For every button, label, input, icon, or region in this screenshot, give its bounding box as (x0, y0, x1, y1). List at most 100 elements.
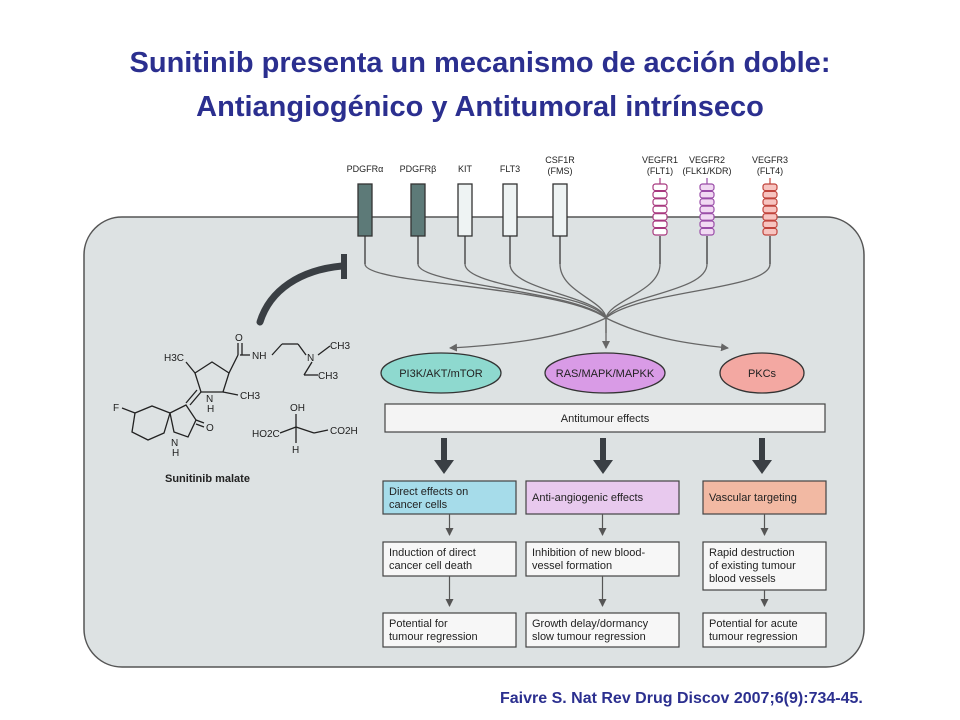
atom-ch3-c: CH3 (240, 391, 260, 402)
ig-domain (652, 205, 668, 214)
ig-domain (762, 183, 778, 192)
ig-domain (762, 190, 778, 199)
atom-f: F (113, 403, 119, 414)
ig-domain (699, 220, 715, 229)
signal-convergence-lines (364, 263, 771, 333)
ig-domain (652, 227, 668, 236)
column-header-line1: Anti-angiogenic effects (532, 492, 644, 504)
pathway-ellipse-pkc: PKCs (719, 352, 805, 394)
atom-n-ring: N (206, 394, 213, 405)
ig-domain (652, 220, 668, 229)
column-header-line1: Direct effects on (389, 486, 468, 498)
atom-h-ring: H (207, 404, 214, 415)
sunitinib-structure (121, 343, 331, 443)
receptor-label: FLT3 (500, 164, 520, 174)
column-step3-box (702, 612, 827, 648)
column-step3-line1: Potential for (389, 618, 448, 630)
column-step3-box (382, 612, 517, 648)
ig-domain (699, 227, 715, 236)
atom-h-malate: H (292, 445, 299, 456)
receptor-1: PDGFRβ (400, 164, 437, 264)
atom-h-indole: H (172, 448, 179, 459)
antitumour-effects-bar (384, 403, 826, 433)
ig-domain (762, 198, 778, 207)
receptor-sublabel: (FMS) (548, 166, 573, 176)
receptor-label: CSF1R (545, 155, 575, 165)
column-step2-line2: vessel formation (532, 560, 612, 572)
pathway-ellipse-pi3k: PI3K/AKT/mTOR (380, 352, 502, 394)
column-step3-line1: Growth delay/dormancy (532, 618, 649, 630)
thick-arrows (434, 438, 772, 474)
sunitinib-atom-labels: H3C O NH N CH3 CH3 CH3 N H F O N H OH HO… (113, 333, 358, 485)
ig-domain (762, 227, 778, 236)
receptor-sublabel: (FLT4) (757, 166, 783, 176)
ig-domain (762, 220, 778, 229)
ig-domain (652, 183, 668, 192)
atom-ho2c: HO2C (252, 429, 280, 440)
receptor-domain (410, 183, 426, 237)
atom-nh: NH (252, 351, 266, 362)
ig-domain (699, 198, 715, 207)
receptor-sublabel: (FLK1/KDR) (682, 166, 731, 176)
receptor-label: PDGFRβ (400, 164, 437, 174)
column-header-box (382, 480, 517, 515)
drug-name: Sunitinib malate (165, 473, 250, 485)
receptor-3: FLT3 (500, 164, 520, 264)
ig-domain (652, 213, 668, 221)
atom-o: O (235, 333, 243, 344)
ig-domain (699, 213, 715, 221)
column-step2-box (702, 541, 827, 591)
column-step2-line3: blood vessels (709, 573, 776, 585)
column-step3-box (525, 612, 680, 648)
atom-ch3-b: CH3 (318, 371, 338, 382)
citation: Faivre S. Nat Rev Drug Discov 2007;6(9):… (500, 690, 863, 707)
atom-n: N (307, 353, 314, 364)
column-step3-line2: tumour regression (709, 631, 798, 643)
atom-co2h: CO2H (330, 426, 358, 437)
receptor-domain (457, 183, 473, 237)
column-step2-line2: of existing tumour (709, 560, 796, 572)
column-header-line2: cancer cells (389, 499, 448, 511)
receptor-label: VEGFR1 (642, 155, 678, 165)
ig-domain (652, 198, 668, 207)
receptor-label: VEGFR2 (689, 155, 725, 165)
receptor-label: KIT (458, 164, 473, 174)
atom-h3c: H3C (164, 353, 184, 364)
ig-domain (762, 205, 778, 214)
pathway-label-pi3k: PI3K/AKT/mTOR (399, 368, 483, 380)
pathway-branch-arrows (449, 317, 729, 352)
column-step2-line2: cancer cell death (389, 560, 472, 572)
column-step2-line1: Induction of direct (389, 547, 476, 559)
receptor-6: VEGFR2(FLK1/KDR) (682, 155, 732, 264)
atom-o2: O (206, 423, 214, 434)
ig-domain (699, 183, 715, 192)
title-line-1: Sunitinib presenta un mecanismo de acció… (129, 47, 831, 79)
receptor-sublabel: (FLT1) (647, 166, 673, 176)
antitumour-effects-label: Antitumour effects (561, 413, 650, 425)
pathway-label-pkc: PKCs (748, 368, 777, 380)
inhibition-arrow (256, 262, 346, 326)
pathway-ellipse-ras: RAS/MAPK/MAPKK (544, 352, 666, 394)
receptor-5: VEGFR1(FLT1) (642, 155, 678, 264)
receptor-4: CSF1R(FMS) (545, 155, 575, 264)
atom-ch3-a: CH3 (330, 341, 350, 352)
ig-domain (762, 213, 778, 221)
ig-domain (652, 190, 668, 199)
receptor-7: VEGFR3(FLT4) (752, 155, 788, 264)
pathway-label-ras: RAS/MAPK/MAPKK (556, 368, 655, 380)
receptor-domain (357, 183, 373, 237)
atom-n-indole: N (171, 438, 178, 449)
receptor-domain (502, 183, 518, 237)
ig-domain (699, 205, 715, 214)
column-step2-line1: Rapid destruction (709, 547, 795, 559)
receptor-label: VEGFR3 (752, 155, 788, 165)
cell-body (83, 216, 865, 668)
atom-oh: OH (290, 403, 305, 414)
column-step2-box (382, 541, 517, 577)
